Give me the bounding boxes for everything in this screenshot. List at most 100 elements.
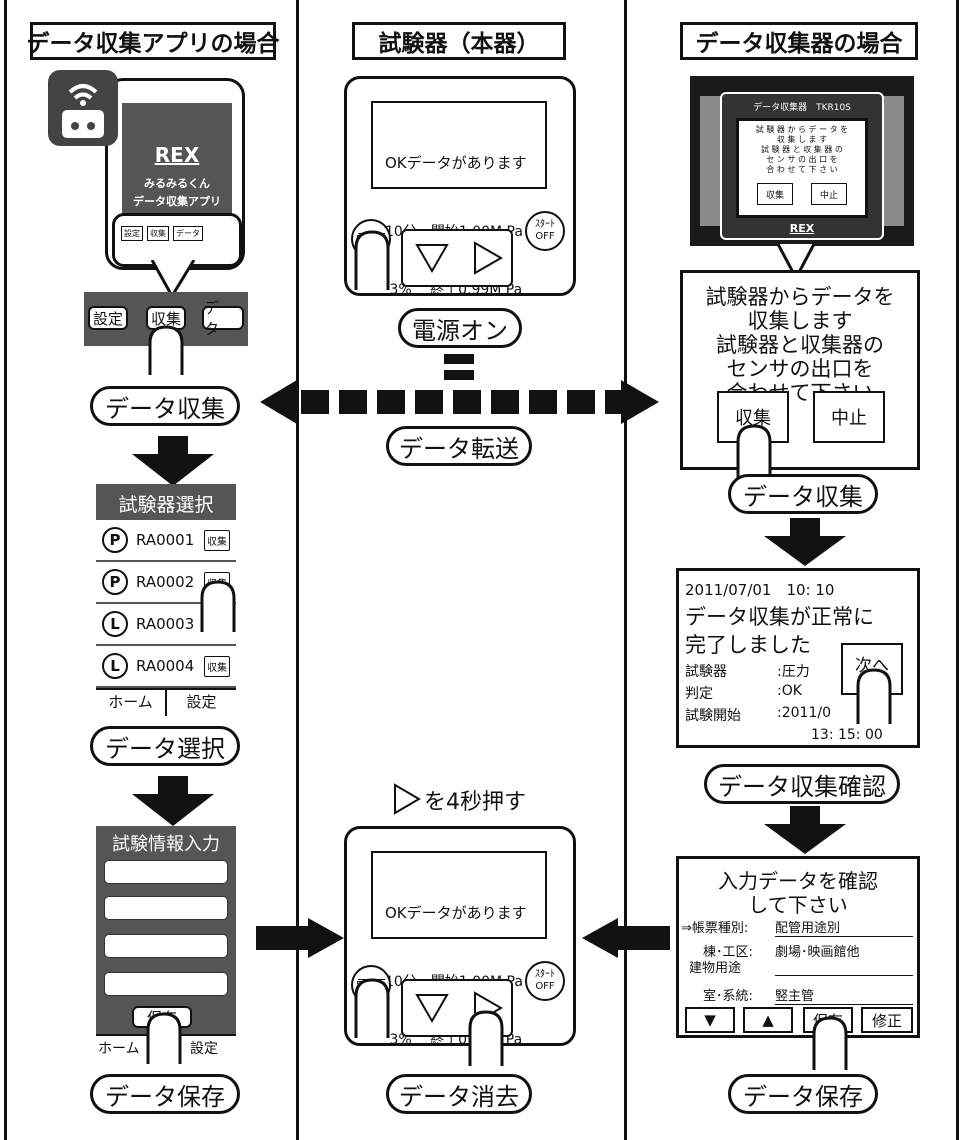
row-collect-button[interactable]: 収集 (204, 529, 230, 551)
down-triangle-icon[interactable] (415, 244, 449, 274)
mini-data-button[interactable]: データ (173, 226, 203, 241)
pill-power-on: 電源オン (398, 308, 522, 348)
collector-collect-button[interactable]: 収集 (757, 183, 793, 205)
zoom-data-button[interactable]: データ (202, 299, 244, 338)
finger-icon (856, 668, 892, 724)
badge-p-icon: P (102, 527, 128, 553)
right-triangle-icon[interactable] (474, 241, 504, 275)
lcd-line1: OKデータがあります (385, 904, 527, 922)
header-collector: データ収集器の場合 (680, 22, 918, 60)
input-field-2[interactable] (104, 896, 228, 920)
mini-collect-button[interactable]: 収集 (147, 226, 169, 241)
zoom-settings-button[interactable]: 設定 (88, 306, 128, 330)
phone-app-line1: みるみるくん (144, 177, 210, 190)
input-field-1[interactable] (104, 860, 228, 884)
pill-data-select: データ選択 (90, 726, 240, 766)
left-arrow-icon (582, 918, 670, 958)
zoomed-button-strip: 設定 収集 データ (84, 292, 248, 346)
complete-msg2: 完了しました (685, 633, 811, 657)
input-field-3[interactable] (104, 934, 228, 958)
wireless-icon (62, 84, 104, 138)
collector-device: データ収集器 TKR10S 試 験 器 か ら デ ー タ を 収 集 し ま … (690, 76, 914, 246)
row-id: RA0004 (136, 657, 195, 675)
phone-brand: REX (154, 143, 200, 167)
footer-settings-button[interactable]: 設定 (186, 693, 217, 711)
header-tester: 試験器（本器） (352, 22, 566, 60)
zoom-line2: 収集します (747, 309, 853, 333)
complete-val2: :OK (777, 683, 802, 699)
pill-data-save-app: データ保存 (90, 1074, 240, 1114)
pill-data-save-collector: データ保存 (728, 1074, 878, 1114)
pill-data-collect-confirm: データ収集確認 (704, 764, 900, 804)
confirm-r2-value: 劇場･映画館他 (775, 945, 860, 960)
tester-lcd-top: OKデータがあります 10分 開始1.00M Pa 3% 終了0.99M Pa (371, 101, 547, 298)
column-divider-left (4, 0, 7, 1140)
equals-mark (444, 354, 474, 380)
zoom-line4: センサの出口を (726, 357, 874, 381)
confirm-r1-value: 配管用途別 (775, 917, 913, 937)
footer-home-button[interactable]: ホーム (96, 690, 167, 716)
footer-home-button[interactable]: ホーム (98, 1041, 140, 1057)
finger-icon (468, 1010, 504, 1066)
start-off-button[interactable]: ｽﾀｰﾄ OFF (525, 961, 565, 1001)
column-divider-right (956, 0, 959, 1140)
input-field-4[interactable] (104, 972, 228, 996)
row-id: RA0002 (136, 573, 195, 591)
pill-data-erase: データ消去 (386, 1074, 532, 1114)
complete-key2: 判定 (685, 686, 713, 702)
complete-key3: 試験開始 (685, 708, 741, 724)
select-screen: 試験器選択 P RA0001 収集 P RA0002 収集 L RA0003 収… (96, 484, 236, 716)
app-icon[interactable] (48, 70, 118, 146)
collector-brand: REX (789, 222, 815, 235)
complete-key1: 試験器 (685, 664, 727, 680)
arrow-button-pad (401, 979, 513, 1037)
confirm-r2-line (775, 975, 913, 976)
finger-icon (148, 325, 184, 375)
input-confirm-screen: 入力データを確認 して下さい ⇒帳票種別: 配管用途別 棟･工区: 建物用途 劇… (676, 856, 920, 1038)
lcd-line1: OKデータがあります (385, 154, 527, 172)
finger-icon (812, 1016, 848, 1070)
hold-instruction: を4秒押す (424, 790, 526, 815)
zoom-cancel-button[interactable]: 中止 (813, 391, 885, 443)
down-button[interactable]: ▼ (685, 1007, 735, 1033)
confirm-r3-key: 室･系統: (703, 989, 753, 1004)
collector-lcd: 試 験 器 か ら デ ー タ を 収 集 し ま す 試 験 器 と 収 集 … (736, 118, 868, 218)
select-row[interactable]: P RA0001 収集 (96, 520, 236, 562)
start-off-button[interactable]: ｽﾀｰﾄ OFF (525, 211, 565, 251)
complete-datetime: 2011/07/01 10: 10 (685, 581, 835, 599)
finger-icon (736, 424, 772, 480)
confirm-title1: 入力データを確認 (718, 869, 878, 893)
mini-settings-button[interactable]: 設定 (121, 226, 143, 241)
transfer-arrow (260, 380, 659, 424)
complete-val1: :圧力 (777, 664, 810, 680)
header-app: データ収集アプリの場合 (27, 22, 280, 60)
collector-cancel-button[interactable]: 中止 (811, 183, 847, 205)
collector-zoom-panel: 試験器からデータを 収集します 試験器と収集器の センサの出口を 合わせて下さい… (680, 270, 920, 470)
complete-val3: :2011/0 (777, 705, 831, 721)
row-collect-button[interactable]: 収集 (204, 655, 230, 677)
badge-l-icon: L (102, 653, 128, 679)
right-triangle-icon (394, 783, 421, 815)
complete-msg1: データ収集が正常に (685, 605, 874, 629)
footer-settings-button[interactable]: 設定 (190, 1041, 218, 1057)
zoom-line1: 試験器からデータを (705, 285, 895, 309)
row-id: RA0001 (136, 531, 195, 549)
column-divider-1 (296, 0, 299, 1140)
pill-data-transfer: データ転送 (386, 426, 532, 466)
smartphone: REX みるみるくん データ収集アプリ (105, 78, 245, 270)
finger-icon (146, 1012, 182, 1064)
down-triangle-icon[interactable] (415, 994, 449, 1024)
badge-p-icon: P (102, 569, 128, 595)
pill-data-collect-collector: データ収集 (728, 474, 878, 514)
phone-zoom-frame: 設定 収集 データ (112, 213, 242, 267)
finger-icon (200, 580, 236, 632)
badge-l-icon: L (102, 611, 128, 637)
row-id: RA0003 (136, 615, 195, 633)
input-title: 試験情報入力 (112, 834, 220, 855)
collector-lcd-text: 試 験 器 か ら デ ー タ を 収 集 し ま す 試 験 器 と 収 集 … (755, 125, 849, 174)
select-row[interactable]: L RA0004 収集 (96, 646, 236, 688)
fix-button[interactable]: 修正 (861, 1007, 913, 1033)
up-button[interactable]: ▲ (743, 1007, 793, 1033)
tester-lcd-bottom: OKデータがあります 10分 開始1.00M Pa 3% 終了0.99M Pa (371, 851, 547, 1048)
confirm-r2-key2: 建物用途 (689, 961, 742, 976)
